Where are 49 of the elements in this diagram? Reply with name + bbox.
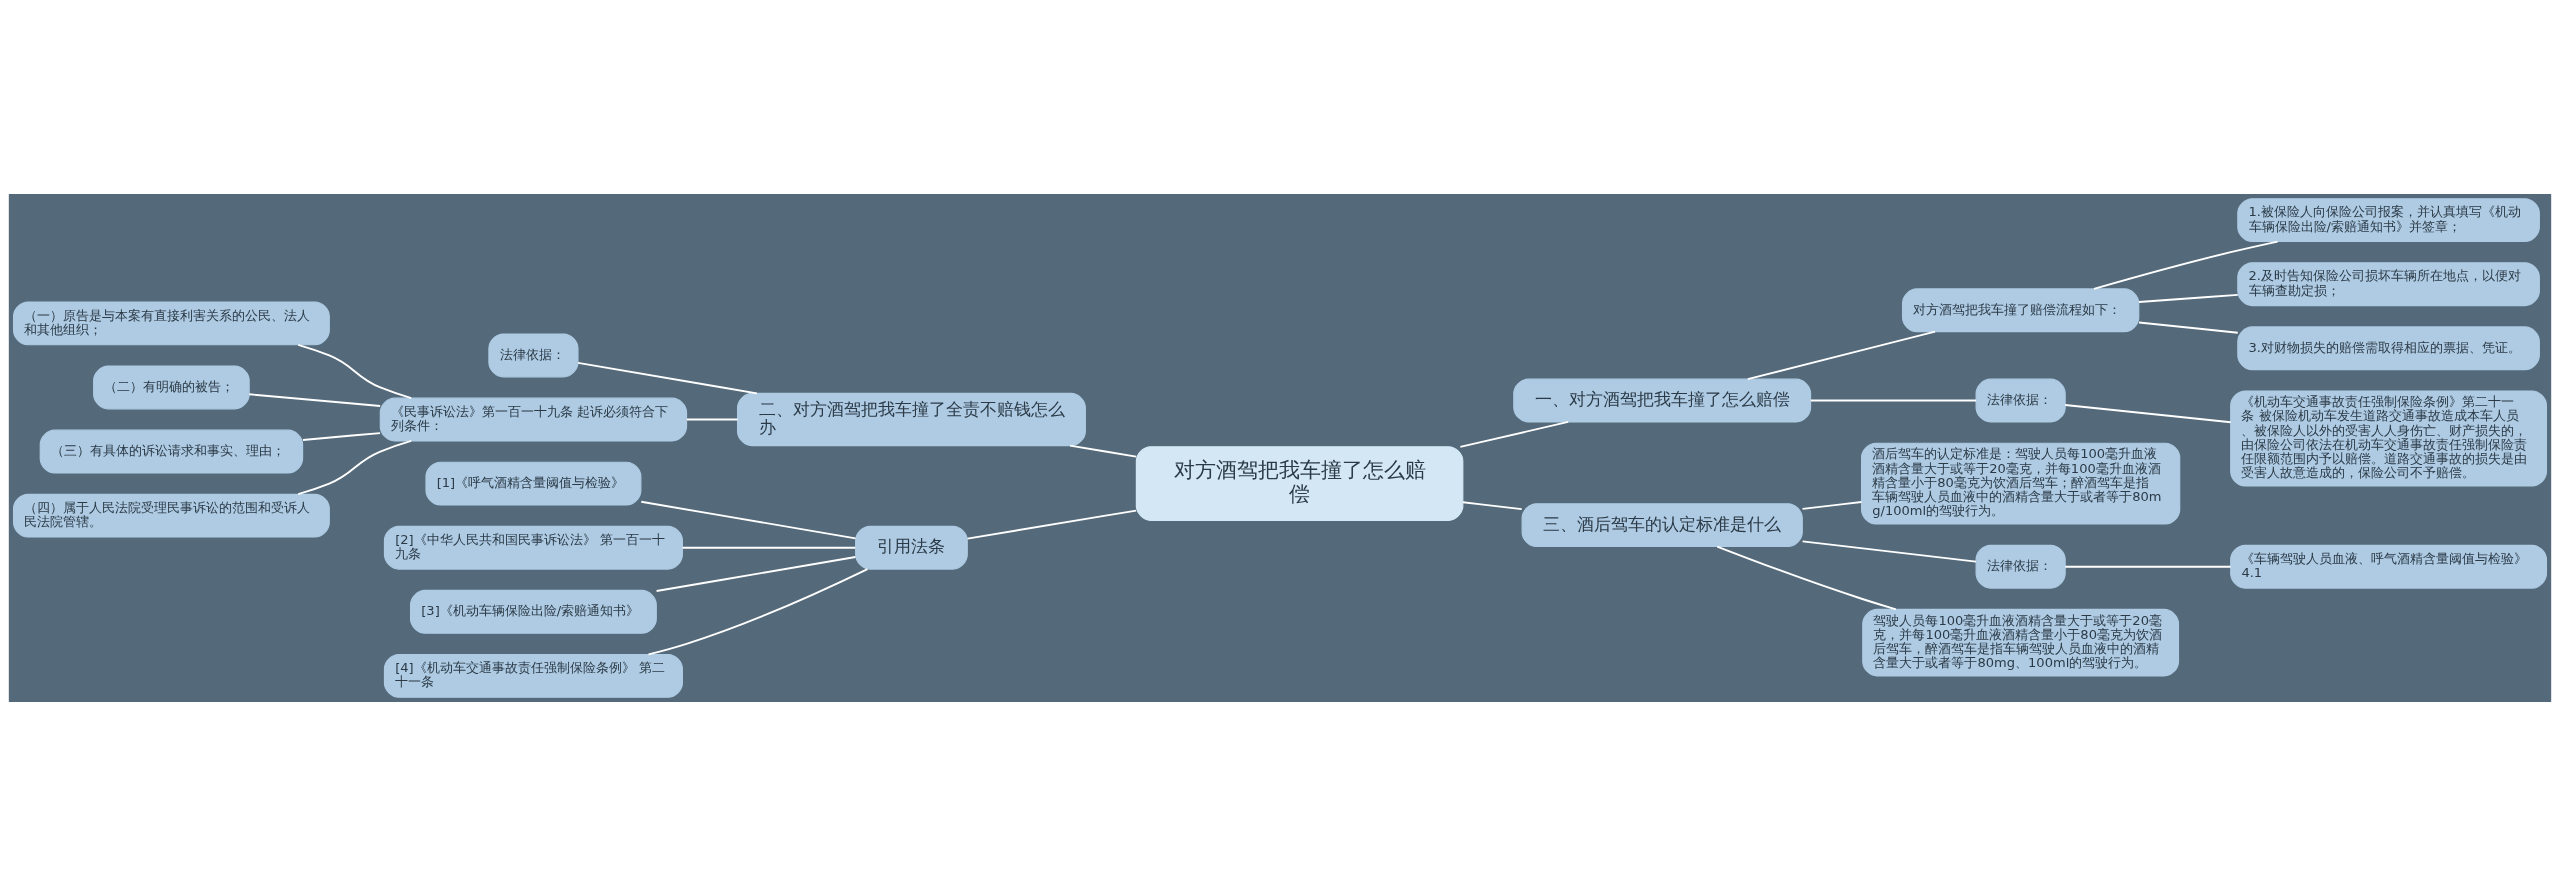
connector	[248, 393, 382, 407]
connector	[640, 500, 857, 540]
connector	[1801, 540, 1977, 563]
node-box: 引用法条	[855, 525, 968, 570]
connector	[1069, 444, 1138, 458]
node-box: 对方酒驾把我车撞了怎么赔偿	[1135, 446, 1464, 521]
connector	[2138, 293, 2239, 303]
connector	[302, 432, 381, 441]
node-box: [2]《中华人民共和国民事诉讼法》 第一百一十九条	[383, 525, 683, 570]
connector	[1462, 501, 1523, 511]
connector	[2064, 404, 2232, 424]
node-box: 3.对财物损失的赔偿需取得相应的票据、凭证。	[2237, 326, 2540, 371]
node-box: （四）属于人民法院受理民事诉讼的范围和受诉人民法院管辖。	[12, 493, 330, 538]
node-box: 酒后驾车的认定标准是：驾驶人员每100毫升血液酒精含量大于或等于20毫克，并每100毫升血液酒精含量小于80毫克为饮酒后驾车；醉酒驾车是指车辆驾驶人员血液中的酒精含量大于或者等于80mg/100ml的驾驶行为。	[1861, 442, 2181, 525]
node-box: 对方酒驾把我车撞了赔偿流程如下：	[1901, 288, 2140, 333]
node-box: [3]《机动车辆保险出险/索赔通知书》	[410, 589, 657, 634]
node-box: 法律依据：	[1975, 378, 2066, 423]
node-box: 驾驶人员每100毫升血液酒精含量大于或等于20毫克，并每100毫升血液酒精含量小于80毫克为饮酒后驾车，醉酒驾车是指车辆驾驶人员血液中的酒精含量大于或者等于80mg、100ml的驾驶行为。	[1862, 608, 2180, 677]
connector	[681, 546, 857, 549]
connector	[297, 343, 413, 400]
connector	[655, 556, 857, 592]
connector	[1746, 330, 1936, 381]
node-box: 二、对方酒驾把我车撞了全责不赔钱怎么办	[737, 392, 1086, 447]
node-box: 《民事诉讼法》第一百一十九条 起诉必须符合下列条件：	[379, 397, 688, 442]
connector	[647, 568, 869, 656]
node-box: （一）原告是与本案有直接利害关系的公民、法人和其他组织；	[12, 301, 330, 346]
node-box: 法律依据：	[488, 333, 579, 378]
node-box: [1]《呼气酒精含量阈值与检验》	[425, 461, 642, 506]
connector	[2138, 321, 2239, 334]
connector	[966, 509, 1138, 540]
connector	[577, 361, 758, 395]
node-box: 1.被保险人向保险公司报案，并认真填写《机动车辆保险出险/索赔通知书》并签章；	[2237, 198, 2540, 243]
node-box: （二）有明确的被告；	[93, 365, 250, 410]
node-box: [4]《机动车交通事故责任强制保险条例》 第二十一条	[383, 653, 683, 698]
connector	[1716, 545, 1897, 611]
connector	[2093, 240, 2279, 290]
node-box: 三、酒后驾车的认定标准是什么	[1521, 503, 1803, 548]
connector	[297, 440, 413, 496]
connector	[2064, 565, 2232, 568]
connector	[685, 418, 739, 421]
node-box: 2.及时告知保险公司损坏车辆所在地点，以便对车辆查勘定损；	[2237, 262, 2540, 307]
node-box: （三）有具体的诉讼请求和事实、理由；	[39, 429, 304, 474]
connector	[1459, 420, 1570, 448]
node-box: 《车辆驾驶人员血液、呼气酒精含量阈值与检验》4.1	[2230, 544, 2548, 589]
node-box: 法律依据：	[1975, 544, 2066, 589]
connector	[1801, 501, 1863, 510]
node-box: 《机动车交通事故责任强制保险条例》第二十一条 被保险机动车发生道路交通事故造成本车人员、被保险人以外的受害人人身伤亡、财产损失的，由保险公司依法在机动车交通事故责任强制保险责任限额范围内予以赔偿。道路交通事故的损失是由受害人故意造成的，保险公司不予赔偿。	[2230, 390, 2548, 487]
connector	[1809, 399, 1978, 402]
node-box: 一、对方酒驾把我车撞了怎么赔偿	[1513, 378, 1812, 423]
